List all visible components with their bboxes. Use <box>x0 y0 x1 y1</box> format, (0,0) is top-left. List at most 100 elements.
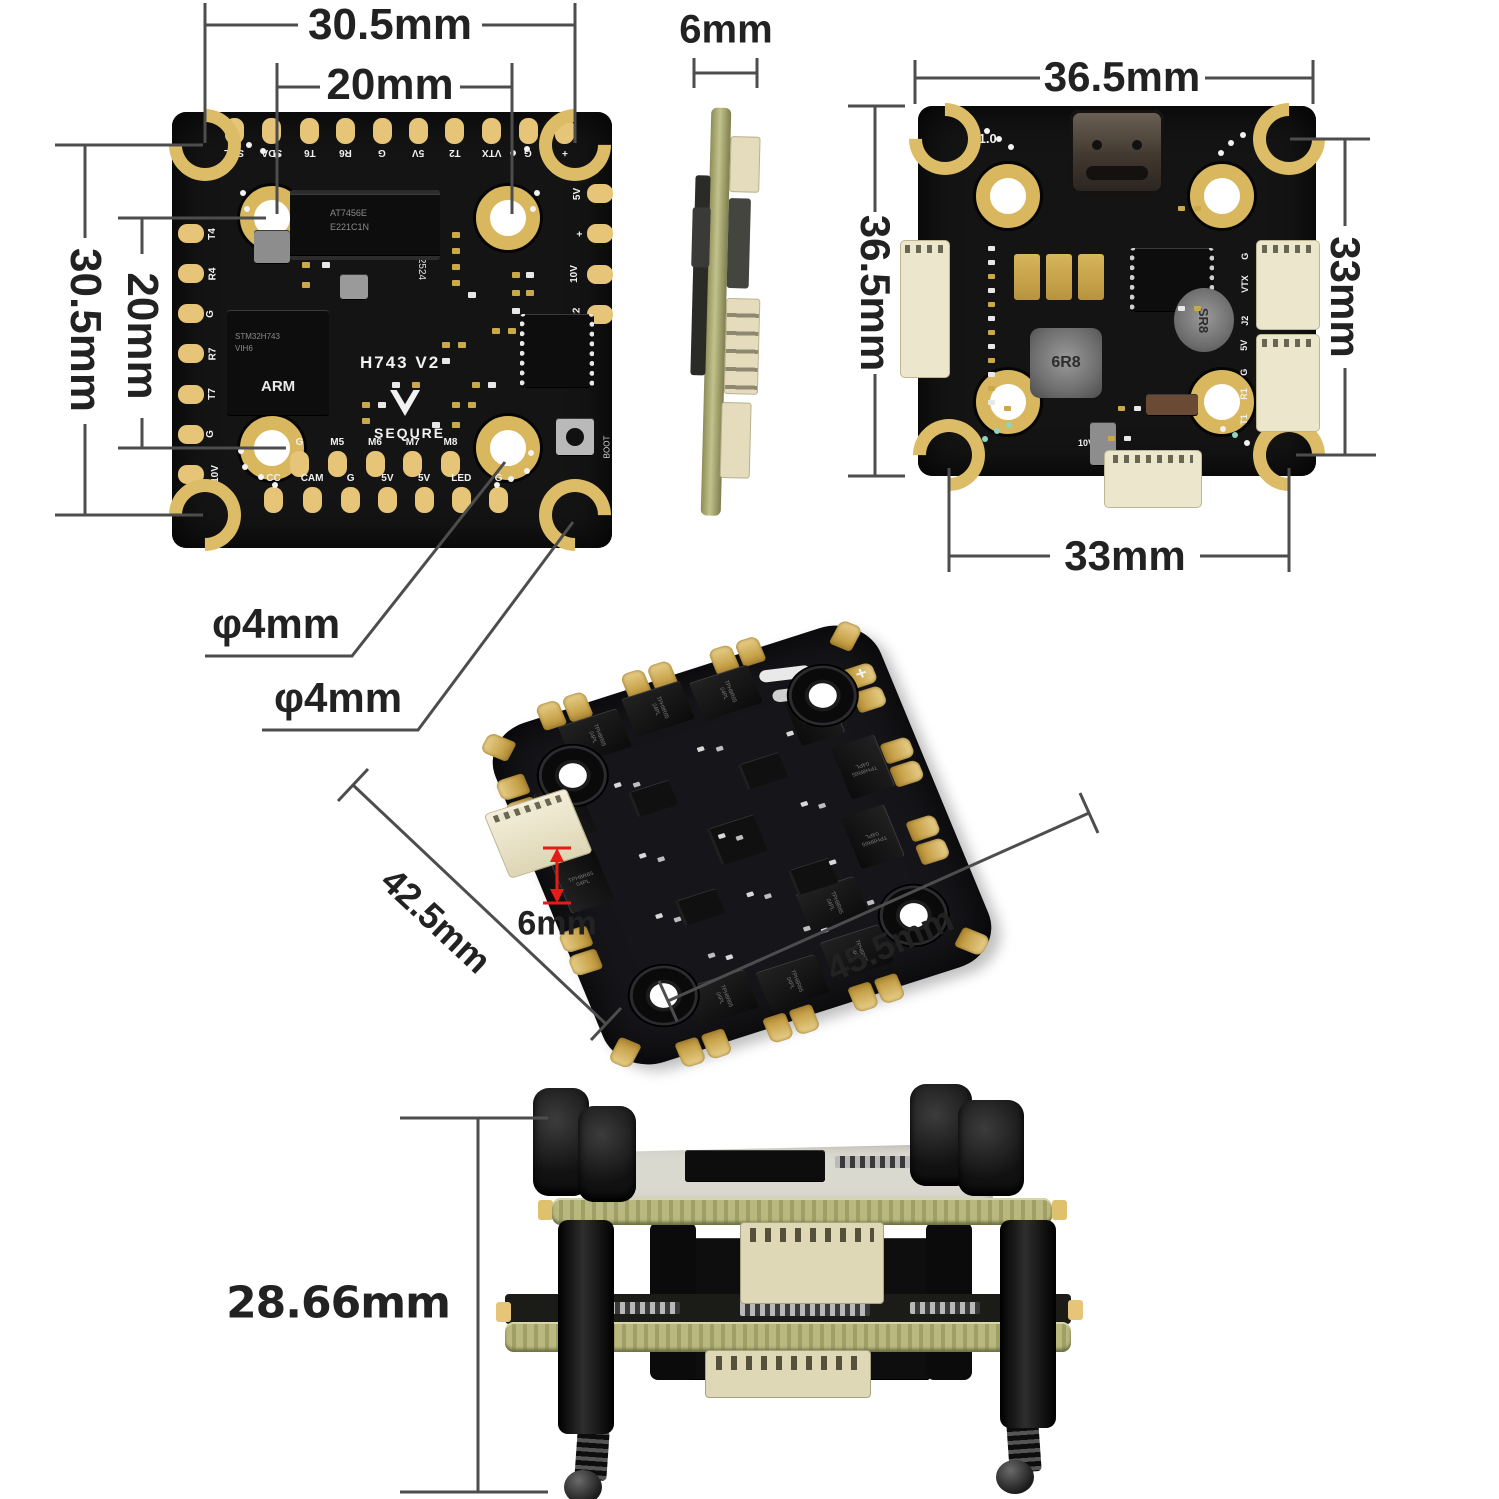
mcu-arm-marking: ARM <box>261 378 296 395</box>
standoff-front <box>558 1220 614 1434</box>
stack-hole <box>476 416 540 480</box>
dim-vtx-height: 36.5mm <box>852 214 899 372</box>
solder-pad <box>178 304 204 324</box>
jst-connector-right-upper <box>1256 240 1320 330</box>
mount-ring-icon <box>154 94 256 196</box>
usb-c-pin <box>1092 140 1102 150</box>
pin-label: M5 <box>330 437 345 448</box>
solder-pad <box>445 118 465 144</box>
stack-side-view <box>490 1080 1090 1499</box>
boot-button <box>556 418 594 456</box>
capacitor <box>1078 254 1104 300</box>
solder-pad <box>377 487 397 513</box>
dim-fc-hole-upper: φ4mm <box>211 600 341 647</box>
side-components <box>691 207 711 268</box>
pin-label: M6 <box>368 437 382 448</box>
dim-vtx-hole-width: 33mm <box>1064 532 1186 579</box>
mcu-marking: VIH6 <box>235 344 253 353</box>
silkscreen-dot <box>242 464 248 470</box>
pin-label: M7 <box>405 437 420 448</box>
pin-label: VTX <box>1239 275 1250 293</box>
date-code: 2524 <box>416 257 428 281</box>
dim-fc-inner-width: 20mm <box>326 60 454 109</box>
esc-board: TPH8R65 04PL TPH8R65 04PL TPH8R65 04PL T… <box>479 613 1005 1077</box>
pin-label: R6 <box>339 147 353 158</box>
osd-chip: AT7456E E221C1N <box>290 190 440 260</box>
jst-connector-right-lower <box>1256 334 1320 432</box>
pin-label: 5V <box>417 473 431 484</box>
solder-pad <box>178 264 204 284</box>
top-board-ic <box>685 1150 825 1182</box>
pin-label: 5V <box>412 147 425 158</box>
inductor-marking: SR8 <box>1196 307 1212 333</box>
solder-pad <box>264 487 283 513</box>
bottom-board-pins <box>740 1300 870 1316</box>
pin-label: T2 <box>449 147 461 158</box>
pin-label: 5V <box>1238 339 1249 351</box>
passives <box>988 246 995 251</box>
pin-label: 5V <box>571 187 583 200</box>
inductor-marking: 6R8 <box>1051 354 1081 371</box>
silkscreen-dot <box>1240 132 1246 138</box>
stack-hole <box>976 370 1040 434</box>
top-board-edge <box>552 1198 1052 1225</box>
solder-pad <box>451 487 471 513</box>
mount-ring-icon <box>154 464 256 566</box>
fc-left-pin-col: T4 R4 G R7 T7 G 10V <box>178 224 225 484</box>
pin-label: T1 <box>1238 414 1249 425</box>
pin-label: CC <box>266 473 281 484</box>
pin-label: CAM <box>300 473 324 484</box>
brand-silkscreen: SEQURE <box>374 425 446 441</box>
solder-pad <box>489 487 508 513</box>
vtx-bottom-label: 10V <box>1078 438 1095 448</box>
fc-bottom-pin-row: CC CAM G 5V 5V LED G <box>264 474 508 513</box>
jst-connector-left <box>900 240 950 378</box>
boot-button-cap <box>566 428 584 446</box>
pin-label: R7 <box>207 347 219 361</box>
stack-jst-upper <box>740 1222 884 1304</box>
inductor-6r8: 6R8 <box>1030 328 1102 398</box>
stack-hole <box>476 186 540 250</box>
baro-chip <box>254 230 290 264</box>
pin-label: G <box>204 309 216 318</box>
solder-pad <box>481 118 501 144</box>
mount-ring-icon <box>894 88 996 190</box>
solder-pad <box>299 118 319 144</box>
mcu-marking: STM32H743 <box>235 332 280 341</box>
solder-pad <box>586 224 613 244</box>
solder-pad <box>586 264 613 284</box>
side-connector <box>729 136 761 193</box>
pin-label: T6 <box>303 147 316 158</box>
silkscreen-dot <box>1244 440 1250 446</box>
flash-chip <box>520 314 594 388</box>
pin-label: 5V <box>381 473 394 484</box>
fc-top-pin-row: SCL SDA T6 R6 G 5V T2 VTX G + <box>224 118 574 158</box>
solder-pad <box>586 184 613 203</box>
pin-label: 10V <box>568 265 580 284</box>
pin-label: + <box>574 230 586 237</box>
inductor-sr8: SR8 <box>1174 288 1234 352</box>
dim-fc-inner-height: 20mm <box>118 272 167 400</box>
dim-fc-hole-lower: φ4mm <box>273 674 403 721</box>
resistor-pack <box>1146 394 1198 416</box>
pin-label: G <box>346 473 355 484</box>
osd-chip-marking: E221C1N <box>330 222 370 232</box>
screw-head <box>564 1470 602 1499</box>
passives <box>452 232 460 238</box>
edge-pad <box>1068 1300 1083 1320</box>
solder-pad <box>178 344 204 364</box>
pin-label: LED <box>451 473 472 484</box>
silkscreen-dot <box>246 142 252 148</box>
side-connector <box>723 297 761 395</box>
dim-esc-connector: 6mm <box>517 904 597 943</box>
nylon-nut <box>958 1100 1024 1196</box>
pin-label: G <box>494 473 503 484</box>
capacitor <box>1014 254 1040 300</box>
solder-pad <box>518 118 538 144</box>
mount-ring-icon <box>1238 88 1340 190</box>
standoff-front <box>1000 1220 1056 1428</box>
stack-jst-lower <box>705 1350 871 1398</box>
